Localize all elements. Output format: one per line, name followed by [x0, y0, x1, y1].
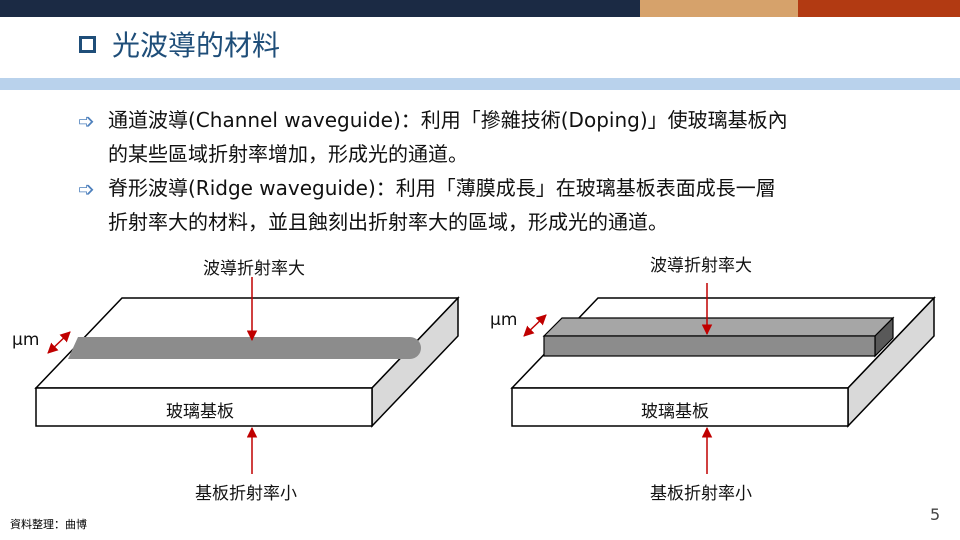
dimension-arrow — [47, 331, 71, 354]
page-title: 光波導的材料 — [112, 29, 281, 62]
bullet-2-line-2: 折射率大的材料，並且蝕刻出折射率大的區域，形成光的通道。 — [108, 210, 668, 234]
waveguide-index-label: 波導折射率大 — [203, 259, 305, 279]
substrate-label: 玻璃基板 — [166, 402, 234, 422]
bullet-1-line-1: 通道波導(Channel waveguide)：利用「摻雜技術(Doping)」… — [108, 108, 788, 132]
header-bar-red — [798, 0, 960, 17]
title-underline — [0, 78, 960, 90]
channel-waveguide-diagram — [34, 277, 460, 474]
ridge-front-face — [543, 335, 876, 357]
ridge-top-face — [542, 317, 895, 337]
page-number: 5 — [930, 505, 941, 524]
substrate-front-face — [511, 387, 849, 427]
title-square-icon — [79, 36, 96, 53]
substrate-index-label: 基板折射率小 — [650, 484, 752, 504]
dimension-arrow — [523, 314, 547, 337]
bullet-2-line-1: 脊形波導(Ridge waveguide)：利用「薄膜成長」在玻璃基板表面成長一… — [108, 176, 776, 200]
header-bar-dark — [0, 0, 640, 17]
ridge-waveguide-diagram — [510, 283, 936, 474]
arrow-bullet-icon: ➩ — [78, 177, 95, 201]
dimension-label: μm — [490, 310, 518, 330]
channel-waveguide — [68, 337, 421, 359]
dimension-label: μm — [12, 330, 40, 350]
source-credit: 資料整理：曲博 — [10, 518, 87, 531]
arrow-bullet-icon: ➩ — [78, 109, 95, 133]
bullet-1-line-2: 的某些區域折射率增加，形成光的通道。 — [108, 142, 468, 166]
substrate-label: 玻璃基板 — [641, 402, 709, 422]
substrate-front-face — [35, 387, 373, 427]
header-bar-tan — [640, 0, 798, 17]
substrate-index-label: 基板折射率小 — [195, 484, 297, 504]
waveguide-index-label: 波導折射率大 — [650, 256, 752, 276]
